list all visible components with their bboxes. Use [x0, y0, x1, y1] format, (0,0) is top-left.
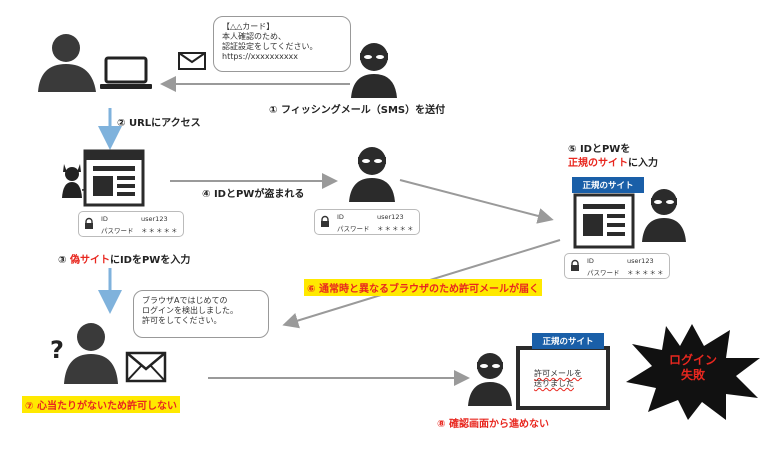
step5-red: 正規のサイト — [568, 158, 628, 169]
step7-label: ⑦ 心当たりがないため許可しない — [22, 396, 180, 413]
victim-person-icon-bottom — [64, 323, 118, 384]
devil-icon — [62, 164, 87, 198]
step5-rest: に入力 — [628, 158, 658, 169]
hacker-icon-bottom — [468, 353, 512, 406]
cred-pw-value: ＊＊＊＊＊ — [141, 227, 179, 235]
permit-screen — [516, 346, 610, 410]
credentials-box-official: ID user123 パスワード ＊＊＊＊＊ — [564, 253, 670, 279]
cred-id-key: ID — [587, 257, 594, 265]
step1-label: ① フィッシングメール（SMS）を送付 — [269, 105, 446, 116]
fake-site-window-icon — [83, 149, 145, 207]
sms-bubble: 【△△カード】 本人確認のため、 認証設定をしてください。 https://xx… — [213, 16, 351, 72]
step3-rest: にIDをPWを入力 — [109, 255, 191, 266]
cred-id-key: ID — [337, 213, 344, 221]
step3-red: 偽サイト — [69, 255, 110, 266]
hacker-icon-right — [642, 189, 686, 242]
step4-label: ④ IDとPWが盗まれる — [202, 189, 305, 200]
cred-pw-key: パスワード — [101, 227, 134, 235]
step5-label: ⑤ IDとPWを 正規のサイトに入力 — [568, 143, 658, 171]
cred-pw-key: パスワード — [587, 269, 620, 277]
cred-id-value: user123 — [627, 257, 654, 265]
permission-mail-icon — [125, 351, 167, 383]
cred-id-value: user123 — [377, 213, 404, 221]
laptop-icon — [100, 56, 152, 89]
question-mark: ? — [50, 336, 64, 364]
official-site-tag-1: 正規のサイト — [572, 177, 644, 193]
cred-id-key: ID — [101, 215, 108, 223]
cred-pw-value: ＊＊＊＊＊ — [377, 225, 415, 233]
credentials-box-stolen: ID user123 パスワード ＊＊＊＊＊ — [314, 209, 420, 235]
lock-icon — [571, 259, 579, 271]
lock-icon — [321, 215, 329, 227]
step3-label: ③ 偽サイトにIDをPWを入力 — [58, 251, 190, 266]
login-fail-burst — [626, 324, 760, 420]
official-site-window-icon — [573, 193, 635, 249]
notify-bubble: ブラウザAではじめての ログインを検出しました。 許可をしてください。 — [133, 290, 269, 338]
cred-pw-key: パスワード — [337, 225, 370, 233]
lock-icon — [85, 217, 93, 229]
hacker-icon-middle — [349, 147, 395, 202]
credentials-box-fake: ID user123 パスワード ＊＊＊＊＊ — [78, 211, 184, 237]
cred-id-value: user123 — [141, 215, 168, 223]
step6-label: ⑥ 通常時と異なるブラウザのため許可メールが届く — [304, 279, 542, 296]
official-site-tag-2: 正規のサイト — [532, 333, 604, 349]
hacker-icon-top — [351, 43, 397, 98]
cred-pw-value: ＊＊＊＊＊ — [627, 269, 665, 277]
step5-line1: ⑤ IDとPWを — [568, 144, 631, 155]
envelope-icon — [178, 52, 206, 70]
permit-screen-text: 許可メールを 送りました — [534, 369, 582, 388]
login-fail-text: ログイン 失敗 — [668, 353, 717, 382]
step8-label: ⑧ 確認画面から進めない — [437, 419, 549, 430]
step3-num: ③ — [58, 255, 70, 266]
step2-label: ② URLにアクセス — [117, 118, 201, 129]
arrow-step5 — [399, 179, 554, 224]
victim-person-icon — [38, 34, 96, 92]
